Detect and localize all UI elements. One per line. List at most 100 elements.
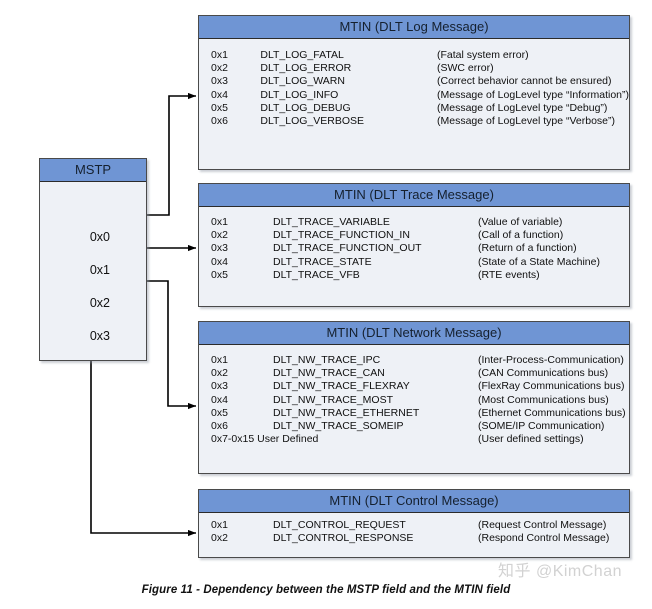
mtin-row-desc: (Respond Control Message) [478,532,610,545]
watermark: 知乎 @KimChan [498,563,622,580]
mtin-row-code: 0x1 [211,519,228,531]
mtin-row-code: 0x7-0x15 User Defined [211,433,319,446]
mtin-row-desc: (SWC error) [436,62,494,75]
mtin-row-name: DLT_TRACE_STATE [273,255,372,268]
mtin-row-code: 0x3 [211,380,228,393]
mtin-row: 0x2 DLT_TRACE_FUNCTION_IN (Call of a funct… [199,229,629,242]
mtin-row-code: 0x1 [211,49,228,61]
mtin-trace-title: MTIN (DLT Trace Message) [199,184,629,207]
mtin-row-name: DLT_LOG_INFO [260,88,339,101]
mtin-row-desc: (Correct behavior cannot be ensured) [436,75,612,88]
mtin-row-code: 0x5 [211,101,228,114]
mtin-row-name: DLT_NW_TRACE_ETHERNET [273,406,420,419]
mstp-value-0: 0x0 [89,230,110,244]
mtin-row: 0x7-0x15 User Defined (User defined setti… [199,433,629,446]
mtin-log-title: MTIN (DLT Log Message) [199,16,629,39]
mtin-row-code: 0x1 [211,216,228,228]
mtin-control-title: MTIN (DLT Control Message) [199,490,629,513]
mtin-row-code: 0x2 [211,62,228,75]
mtin-row-desc: (Fatal system error) [436,49,529,61]
mtin-row: 0x1 DLT_NW_TRACE_IPC (Inter-Process-Commun… [199,354,629,367]
mtin-row-desc: (CAN Communications bus) [478,367,609,380]
mtin-row-desc: (Inter-Process-Communication) [478,354,624,366]
mtin-row-desc: (RTE events) [478,268,540,281]
mtin-row-code: 0x4 [211,255,228,268]
mtin-row: 0x2 DLT_NW_TRACE_CAN (CAN Communications b… [199,367,629,380]
mtin-row-code: 0x4 [211,88,228,101]
mtin-row-desc: (Message of LogLevel type “Debug”) [436,101,608,114]
mtin-row-name: DLT_NW_TRACE_CAN [273,367,385,380]
mtin-row-code: 0x2 [211,229,228,242]
mtin-row: 0x6 DLT_LOG_VERBOSE (Message of LogLevel t… [199,115,629,128]
mtin-row-desc: (Most Communications bus) [478,393,609,406]
mtin-row-name: DLT_LOG_VERBOSE [260,115,365,128]
mtin-control-body: 0x1 DLT_CONTROL_REQUEST (Request Control M… [199,513,629,553]
mtin-row-code: 0x3 [211,242,228,255]
mtin-row-name: DLT_TRACE_FUNCTION_IN [273,229,410,242]
mtin-row: 0x1 DLT_CONTROL_REQUEST (Request Control M… [199,519,629,532]
mtin-row-code: 0x6 [211,420,228,433]
mstp-value-list: 0x0 0x1 0x2 0x3 [40,182,146,360]
mtin-row-desc: (State of a State Machine) [478,255,600,268]
mtin-row-name: DLT_NW_TRACE_IPC [273,354,381,366]
mtin-row-desc: (Return of a function) [478,242,577,255]
mtin-row: 0x5 DLT_TRACE_VFB (RTE events) [199,269,629,282]
mstp-value-2: 0x2 [89,296,110,310]
mtin-row: 0x1 DLT_LOG_FATAL (Fatal system error) [199,49,629,62]
mtin-row: 0x5 DLT_NW_TRACE_ETHERNET (Ethernet Commun… [199,407,629,420]
mtin-row-name: DLT_NW_TRACE_SOMEIP [273,420,404,433]
mtin-row: 0x4 DLT_NW_TRACE_MOST (Most Communications… [199,394,629,407]
mtin-row: 0x4 DLT_LOG_INFO (Message of LogLevel type… [199,89,629,102]
mtin-row-code: 0x5 [211,406,228,419]
mtin-log-box: MTIN (DLT Log Message) 0x1 DLT_LOG_FATAL (… [198,15,630,170]
mtin-row: 0x3 DLT_LOG_WARN (Correct behavior cannot … [199,75,629,88]
mtin-network-body: 0x1 DLT_NW_TRACE_IPC (Inter-Process-Commun… [199,345,629,454]
mtin-row-name: DLT_LOG_ERROR [260,62,352,75]
mtin-row-name: DLT_LOG_DEBUG [260,101,351,114]
mtin-row-name: DLT_LOG_FATAL [260,49,344,61]
mtin-row-desc: (Call of a function) [478,229,564,242]
mtin-row-name: DLT_CONTROL_RESPONSE [273,532,414,545]
mtin-row-code: 0x2 [211,367,228,380]
mstp-box: MSTP 0x0 0x1 0x2 0x3 [39,158,147,361]
mtin-row-name: DLT_TRACE_VFB [273,268,360,281]
mtin-row: 0x6 DLT_NW_TRACE_SOMEIP (SOME/IP Communica… [199,420,629,433]
mtin-row: 0x4 DLT_TRACE_STATE (State of a State Mach… [199,256,629,269]
mtin-row-desc: (Ethernet Communications bus) [478,406,626,419]
mtin-row: 0x2 DLT_CONTROL_RESPONSE (Respond Control … [199,532,629,545]
mtin-row: 0x1 DLT_TRACE_VARIABLE (Value of variable) [199,216,629,229]
mtin-row-code: 0x4 [211,393,228,406]
mstp-value-1: 0x1 [89,263,110,277]
mtin-row-desc: (Message of LogLevel type “Verbose”) [436,115,615,128]
mtin-row-code: 0x3 [211,75,228,88]
mtin-row: 0x5 DLT_LOG_DEBUG (Message of LogLevel typ… [199,102,629,115]
mtin-row: 0x2 DLT_LOG_ERROR (SWC error) [199,62,629,75]
mstp-value-3: 0x3 [89,329,110,343]
mtin-row-code: 0x1 [211,354,228,366]
mtin-row-desc: (User defined settings) [478,433,584,446]
mtin-row-name: DLT_TRACE_VARIABLE [273,216,390,228]
mtin-row-name: DLT_NW_TRACE_MOST [273,393,393,406]
mtin-row-desc: (Request Control Message) [478,519,607,531]
mtin-row-name: DLT_CONTROL_REQUEST [273,519,406,531]
mtin-row-desc: (SOME/IP Communication) [478,420,605,433]
connector-0x3-to-control [90,326,197,537]
mtin-trace-table: 0x1 DLT_TRACE_VARIABLE (Value of variable)… [199,216,629,282]
figure-caption: Figure 11 - Dependency between the MSTP … [141,584,511,596]
mtin-row-desc: (Value of variable) [478,216,563,228]
mtin-row-name: DLT_TRACE_FUNCTION_OUT [273,242,422,255]
mtin-control-table: 0x1 DLT_CONTROL_REQUEST (Request Control M… [199,519,629,545]
mtin-row-name: DLT_LOG_WARN [260,75,345,88]
mtin-network-table: 0x1 DLT_NW_TRACE_IPC (Inter-Process-Commun… [199,354,629,446]
mtin-network-title: MTIN (DLT Network Message) [199,322,629,345]
mtin-row-code: 0x2 [211,532,228,545]
mtin-row-code: 0x5 [211,268,228,281]
mtin-row-desc: (Message of LogLevel type “Information”) [436,88,629,101]
mtin-row-name: DLT_NW_TRACE_FLEXRAY [273,380,410,393]
mtin-row-code: 0x6 [211,115,228,128]
